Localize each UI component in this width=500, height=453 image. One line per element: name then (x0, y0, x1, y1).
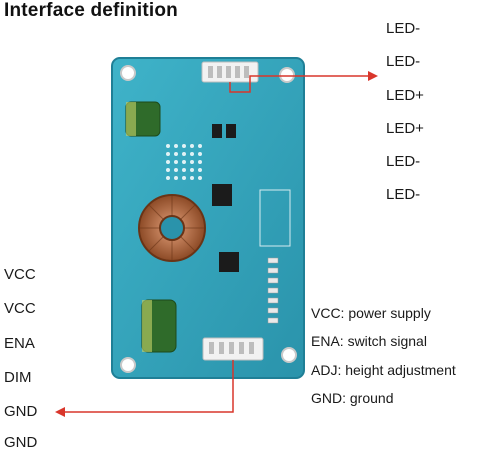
ic-chip (212, 184, 232, 206)
right-pin-label: LED- (386, 186, 421, 203)
right-pin-label: LED+ (386, 120, 424, 137)
right-pin-label: LED- (386, 53, 421, 70)
left-pin-label: ENA (4, 335, 35, 352)
input-arrow (64, 360, 234, 413)
legend-vcc: VCC: power supply (311, 305, 431, 321)
left-pin-label: DIM (4, 369, 32, 386)
legend-gnd: GND: ground (311, 390, 394, 406)
mount-hole (281, 347, 297, 363)
left-pin-label: VCC (4, 266, 36, 283)
right-pin-label: LED- (386, 153, 421, 170)
mount-hole (279, 67, 295, 83)
mount-hole (120, 65, 136, 81)
ic-chip (226, 124, 236, 138)
ic-chip (219, 252, 239, 272)
left-pin-label: GND (4, 403, 38, 420)
pcb-board (111, 57, 305, 379)
right-pin-label: LED+ (386, 87, 424, 104)
ic-chip (212, 124, 222, 138)
page-title: Interface definition (4, 0, 178, 21)
output-arrow (229, 75, 370, 93)
legend-adj: ADJ: height adjustment (311, 362, 456, 378)
left-pin-label: VCC (4, 300, 36, 317)
left-pin-label: GND (4, 434, 38, 451)
right-pin-label: LED- (386, 20, 421, 37)
mount-hole (120, 357, 136, 373)
legend-ena: ENA: switch signal (311, 333, 427, 349)
